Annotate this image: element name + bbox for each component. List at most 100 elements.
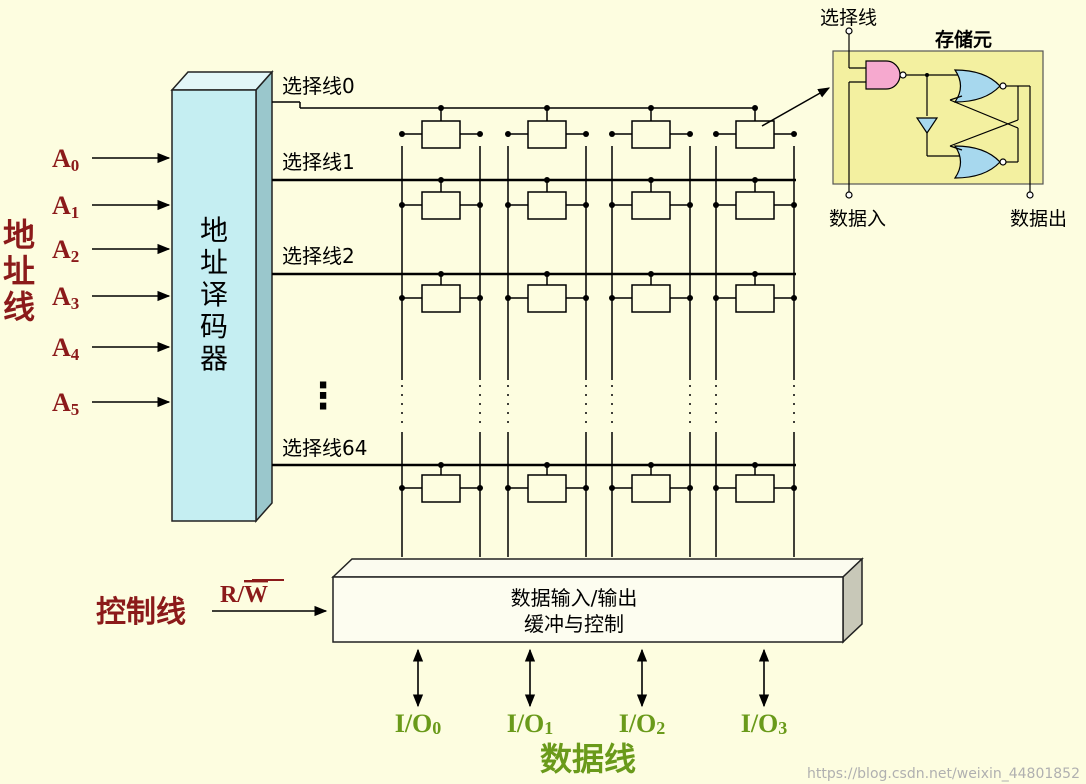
- address-input-label: A0: [52, 144, 79, 175]
- bit-junction: [687, 485, 693, 491]
- control-signal: R/W: [220, 582, 268, 608]
- and-gate-icon: [865, 60, 901, 90]
- row-ellipsis: ⋮: [305, 376, 341, 417]
- bit-junction: [791, 485, 797, 491]
- bit-junction: [713, 202, 719, 208]
- io-buffer: 数据输入/输出 缓冲与控制: [331, 557, 864, 644]
- memory-cell: [527, 284, 567, 313]
- memory-cell: [421, 120, 461, 149]
- memory-cell: [527, 191, 567, 220]
- io-line-label: I/O3: [741, 709, 788, 738]
- bit-junction: [583, 131, 589, 137]
- memory-cell: [735, 474, 775, 503]
- select-junction: [438, 177, 444, 183]
- address-input-label: A1: [52, 191, 79, 222]
- select-junction: [544, 177, 550, 183]
- io-line-base: I/O: [741, 709, 779, 738]
- bit-junction: [399, 295, 405, 301]
- data-lines-label: 数据线: [540, 740, 636, 778]
- address-input-base: A: [52, 282, 71, 311]
- bit-junction: [609, 202, 615, 208]
- memory-cell: [631, 191, 671, 220]
- storage-cell-inset: 选择线 存储元 数据入 数据出: [820, 7, 1067, 230]
- bit-junction: [687, 131, 693, 137]
- address-label-char: 址: [3, 252, 35, 290]
- bit-junction: [399, 202, 405, 208]
- address-input-base: A: [52, 144, 71, 173]
- address-input-base: A: [52, 388, 71, 417]
- data-in-terminal: [845, 191, 853, 199]
- decoder-label-char: 器: [200, 342, 228, 375]
- address-label-char: 地: [3, 216, 35, 254]
- bit-junction: [477, 295, 483, 301]
- memory-cell: [735, 284, 775, 313]
- select-junction: [648, 271, 654, 277]
- watermark: https://blog.csdn.net/weixin_44801852: [807, 766, 1080, 782]
- select-junction: [648, 105, 654, 111]
- address-input-subscript: 3: [71, 294, 80, 313]
- or-gate-bottom-icon: [953, 145, 1001, 179]
- bit-junction: [583, 202, 589, 208]
- inset-select-label: 选择线: [820, 7, 877, 29]
- bit-junction: [791, 202, 797, 208]
- address-input-label: A4: [52, 333, 80, 364]
- bit-junction: [609, 131, 615, 137]
- address-input-subscript: 5: [71, 400, 80, 419]
- address-input-base: A: [52, 333, 71, 362]
- bit-junction: [399, 485, 405, 491]
- select-junction: [752, 271, 758, 277]
- select-junction: [752, 177, 758, 183]
- select-line-label: 选择线2: [282, 244, 355, 268]
- write-signal-overline: W: [244, 582, 268, 608]
- select-terminal: [845, 27, 853, 35]
- io-line-subscript: 3: [778, 718, 787, 738]
- bit-junction: [609, 485, 615, 491]
- bit-junction: [477, 202, 483, 208]
- decoder-label-char: 地: [200, 214, 228, 247]
- address-input-base: A: [52, 191, 71, 220]
- inset-data-in-label: 数据入: [829, 208, 886, 230]
- io-line-subscript: 0: [432, 718, 441, 738]
- bit-junction: [713, 485, 719, 491]
- decoder-front-face: [171, 89, 257, 522]
- select-junction: [544, 105, 550, 111]
- address-input-label: A5: [52, 388, 79, 419]
- address-input-subscript: 4: [71, 345, 80, 364]
- io-line-base: I/O: [507, 709, 545, 738]
- bit-junction: [399, 131, 405, 137]
- select-junction: [438, 462, 444, 468]
- io-buffer-front-face: [332, 576, 844, 643]
- or-gate-top-icon: [953, 69, 1001, 103]
- address-input-base: A: [52, 235, 71, 264]
- inset-title: 存储元: [935, 28, 992, 51]
- bit-junction: [713, 131, 719, 137]
- address-input-subscript: 1: [71, 203, 80, 222]
- bit-junction: [583, 485, 589, 491]
- select-junction: [648, 177, 654, 183]
- io-line-label: I/O2: [619, 709, 666, 738]
- select-line-label: 选择线1: [282, 150, 355, 174]
- select-junction: [544, 271, 550, 277]
- address-input-label: A3: [52, 282, 79, 313]
- io-line-base: I/O: [395, 709, 433, 738]
- memory-cell: [421, 474, 461, 503]
- inset-data-out-label: 数据出: [1010, 208, 1067, 230]
- memory-cell: [631, 474, 671, 503]
- bit-junction: [505, 295, 511, 301]
- address-lines-label: 地 址 线: [3, 216, 35, 326]
- control-line-label: 控制线: [96, 595, 186, 630]
- decoder-top-face: [170, 71, 274, 91]
- memory-cell-array: [272, 101, 797, 557]
- memory-cell: [735, 120, 775, 149]
- memory-cell: [527, 120, 567, 149]
- address-label-char: 线: [3, 288, 35, 326]
- bit-junction: [505, 485, 511, 491]
- decoder-label-char: 译: [200, 278, 228, 311]
- bit-junction: [687, 295, 693, 301]
- read-signal: R/: [220, 582, 244, 608]
- io-buffer-label-line1: 数据输入/输出: [511, 586, 638, 610]
- io-line-base: I/O: [619, 709, 657, 738]
- buffer-gate-icon: [915, 117, 939, 135]
